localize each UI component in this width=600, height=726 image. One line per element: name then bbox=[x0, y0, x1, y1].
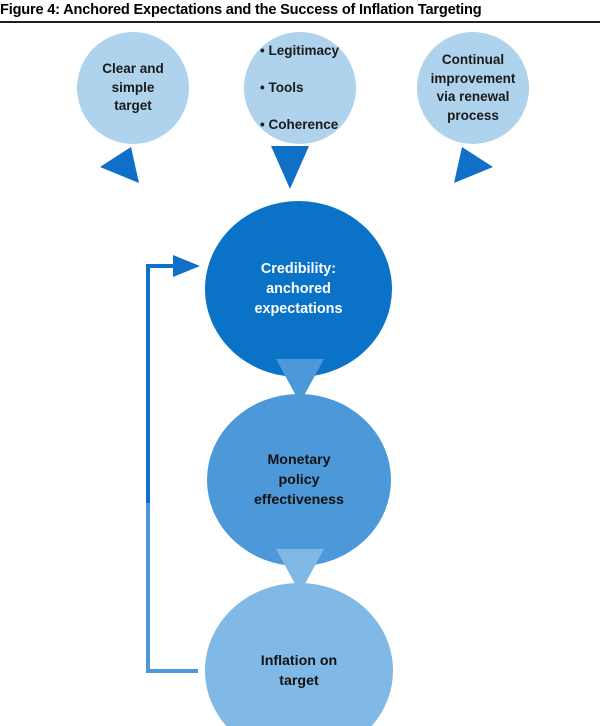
node-monetary-policy-effectiveness[interactable]: Monetary policy effectiveness bbox=[207, 394, 391, 566]
list-item: • Legitimacy bbox=[260, 42, 356, 61]
arrow-inflation-feedback-to-credibility bbox=[146, 255, 200, 673]
bullet-label: Tools bbox=[268, 79, 304, 95]
node-clear-simple-target[interactable]: Clear and simple target bbox=[77, 32, 189, 144]
arrow-monetary-to-inflation bbox=[276, 549, 324, 593]
bullet-glyph: • bbox=[260, 116, 265, 132]
bullet-glyph: • bbox=[260, 79, 265, 95]
node-inflation-on-target[interactable]: Inflation on target bbox=[205, 583, 393, 726]
title-divider bbox=[0, 21, 600, 23]
node-continual-improvement[interactable]: Continual improvement via renewal proces… bbox=[417, 32, 529, 144]
node-clear-simple-target-label: Clear and simple target bbox=[102, 61, 164, 114]
bullet-glyph: • bbox=[260, 42, 265, 58]
node-inflation-on-target-label: Inflation on target bbox=[260, 652, 338, 689]
diagram-canvas: Clear and simple target • Legitimacy • T… bbox=[0, 23, 600, 726]
bullet-label: Coherence bbox=[268, 116, 339, 132]
bullet-label: Legitimacy bbox=[268, 42, 340, 58]
node-continual-improvement-label: Continual improvement via renewal proces… bbox=[430, 52, 516, 123]
list-item: • Coherence bbox=[260, 116, 356, 135]
node-pillars[interactable]: • Legitimacy • Tools • Coherence bbox=[244, 32, 356, 144]
list-item: • Tools bbox=[260, 79, 356, 98]
arrow-credibility-to-continual-improvement bbox=[454, 147, 493, 183]
arrow-credibility-to-clear-target bbox=[100, 147, 139, 183]
node-credibility-anchored-expectations[interactable]: Credibility: anchored expectations bbox=[205, 201, 392, 377]
page-title: Figure 4: Anchored Expectations and the … bbox=[0, 2, 482, 18]
node-pillars-list: • Legitimacy • Tools • Coherence bbox=[244, 23, 356, 153]
arrow-credibility-to-monetary bbox=[276, 359, 324, 403]
node-monetary-policy-label: Monetary policy effectiveness bbox=[254, 452, 344, 508]
node-credibility-label: Credibility: anchored expectations bbox=[254, 261, 343, 317]
arrow-pillars-to-credibility bbox=[271, 146, 309, 189]
